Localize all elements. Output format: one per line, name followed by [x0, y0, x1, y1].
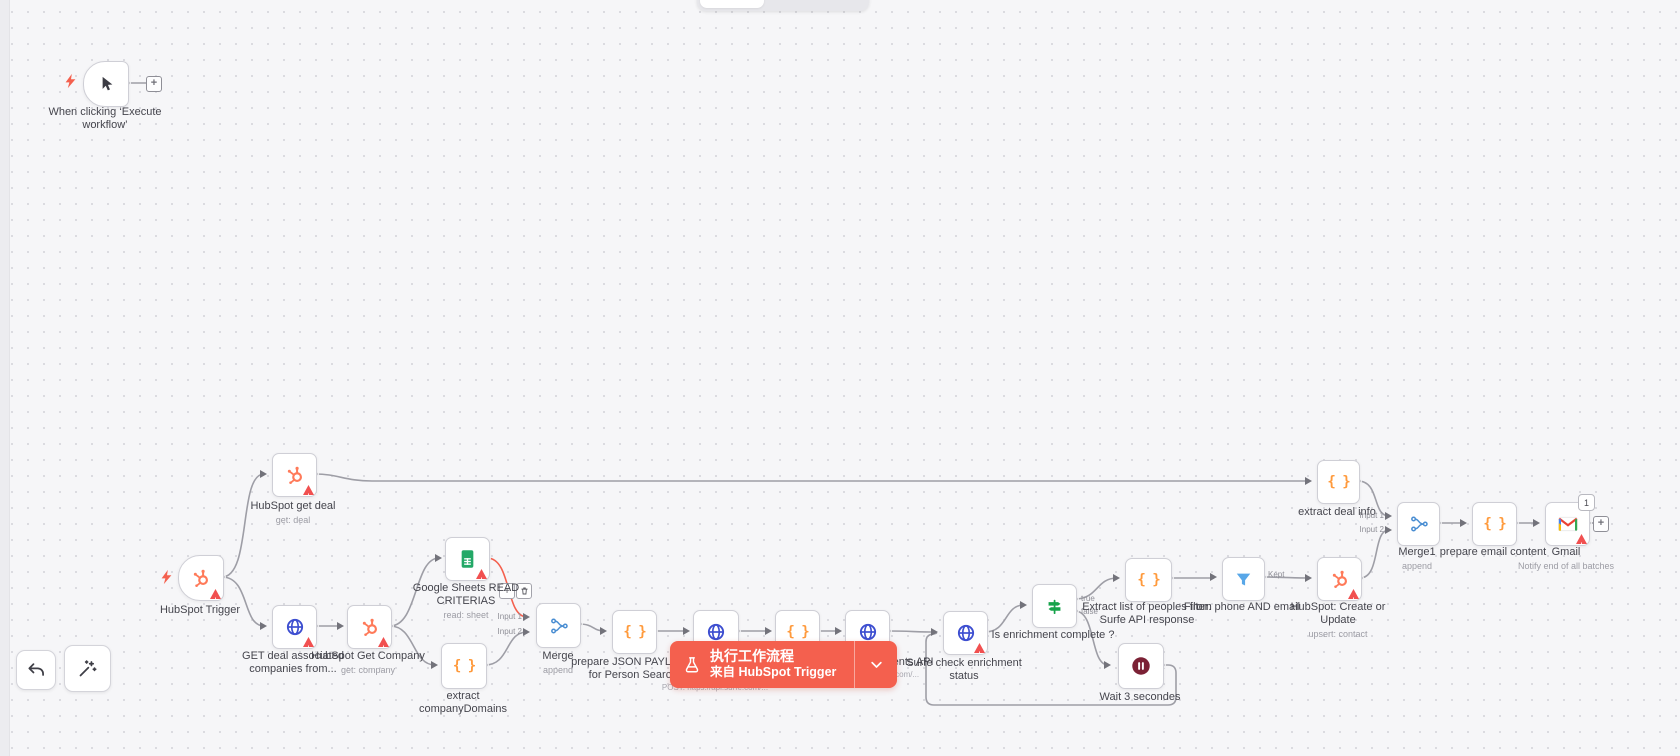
cursor-icon	[97, 75, 115, 93]
execute-workflow-bar[interactable]: 执行工作流程 来自 HubSpot Trigger	[670, 641, 897, 688]
globe-icon	[956, 623, 976, 643]
code-icon: { }	[1327, 474, 1350, 490]
node-surfe-check[interactable]: !	[943, 611, 988, 655]
warning-icon: !	[974, 643, 985, 653]
node-manual-trigger[interactable]	[83, 61, 129, 107]
tab-executions[interactable]: 执行	[764, 0, 815, 8]
code-icon: { }	[786, 624, 809, 640]
undo-icon	[28, 663, 44, 676]
chevron-down-icon	[870, 661, 882, 668]
hubspot-icon	[1330, 569, 1350, 589]
code-icon: { }	[452, 658, 476, 674]
flask-icon	[685, 656, 699, 672]
execute-workflow-button[interactable]: 执行工作流程 来自 HubSpot Trigger	[670, 641, 854, 688]
warning-icon: !	[1576, 534, 1587, 544]
node-extract-deal-info[interactable]: { }	[1317, 460, 1360, 504]
warning-icon: !	[303, 485, 314, 495]
node-label: prepare JSON PAYLAOD for Person Search	[571, 656, 695, 681]
hubspot-icon	[360, 617, 380, 637]
node-google-sheets-read[interactable]: !	[445, 537, 490, 581]
warning-icon: !	[378, 637, 389, 647]
undo-button[interactable]	[16, 650, 56, 690]
warning-icon: !	[1348, 589, 1359, 599]
add-node-inline-button[interactable]: +	[499, 583, 515, 599]
node-label: When clicking ‘Execute workflow’	[48, 106, 162, 131]
node-label: Extract list of peoples from Surfe API r…	[1082, 601, 1212, 626]
warning-icon: !	[476, 569, 487, 579]
switch-icon	[1045, 597, 1064, 616]
node-get-deal-companies[interactable]: !	[272, 605, 317, 649]
merge-icon	[1409, 514, 1429, 534]
node-is-complete[interactable]	[1032, 584, 1077, 628]
tidy-up-button[interactable]	[64, 645, 111, 692]
node-label: HubSpot Trigger	[159, 604, 241, 616]
port-label-input2: Input 2	[1359, 525, 1384, 534]
node-merge1[interactable]	[1397, 502, 1440, 546]
execute-title: 执行工作流程	[710, 647, 794, 664]
port-label-false: false	[1081, 607, 1098, 616]
canvas-left-edge	[0, 0, 10, 756]
pause-icon	[1130, 655, 1152, 677]
globe-icon	[706, 622, 726, 642]
merge-icon	[549, 616, 569, 636]
items-count-badge: 1	[1578, 494, 1595, 511]
node-prepare-email[interactable]: { }	[1472, 502, 1517, 546]
node-label: Wait 3 secondes	[1099, 691, 1181, 703]
trigger-bolt-icon	[160, 569, 173, 590]
trigger-bolt-icon	[64, 73, 77, 94]
node-hubspot-trigger[interactable]: !	[178, 555, 224, 601]
node-hubspot-get-deal[interactable]: !	[272, 453, 317, 497]
view-tab-bar: 编辑器 执行 评估	[697, 0, 869, 11]
node-label: Is enrichment complete ?	[991, 629, 1115, 641]
code-icon: { }	[623, 624, 646, 640]
node-hubspot-get-company[interactable]: !	[347, 605, 392, 649]
add-node-button[interactable]: +	[1593, 516, 1609, 532]
node-merge[interactable]	[536, 603, 581, 648]
node-extract-list[interactable]: { }	[1125, 558, 1172, 602]
port-label-true: true	[1081, 594, 1095, 603]
node-hubspot-upsert[interactable]: !	[1317, 557, 1362, 601]
gmail-icon	[1557, 516, 1578, 532]
add-node-button[interactable]: +	[146, 76, 162, 92]
code-icon: { }	[1483, 516, 1506, 532]
tab-evaluations[interactable]: 评估	[815, 0, 866, 8]
node-filter[interactable]	[1222, 557, 1265, 601]
port-label-input1: Input 1	[497, 612, 522, 621]
node-wait[interactable]	[1118, 643, 1164, 689]
code-icon: { }	[1137, 572, 1160, 588]
node-prepare-json-person[interactable]: { }	[612, 610, 657, 654]
hubspot-icon	[285, 465, 305, 485]
google-sheets-icon	[459, 549, 476, 569]
port-label-input2: Input 2	[497, 627, 522, 636]
node-extract-company-domains[interactable]: { }	[441, 643, 487, 689]
globe-icon	[285, 617, 305, 637]
node-label: extract companyDomains	[418, 690, 508, 715]
magic-wand-icon	[79, 660, 97, 677]
node-label: prepare email content	[1439, 546, 1547, 558]
warning-icon: !	[210, 589, 221, 599]
filter-icon	[1234, 570, 1253, 589]
tab-editor[interactable]: 编辑器	[700, 0, 764, 8]
port-label-input1: Input 1	[1359, 511, 1384, 520]
node-label: Filter: phone AND email	[1183, 601, 1301, 613]
port-label-kept: Kept	[1268, 570, 1285, 579]
trash-icon	[521, 587, 527, 595]
warning-icon: !	[303, 637, 314, 647]
execute-options-dropdown[interactable]	[854, 641, 897, 688]
node-label: Surfe check enrichment status	[906, 657, 1022, 682]
globe-icon	[858, 622, 878, 642]
execute-subtitle: 来自 HubSpot Trigger	[710, 665, 837, 680]
node-label: GET deal associated companies from...	[242, 650, 344, 675]
hubspot-icon	[191, 568, 211, 588]
node-label: extract deal info	[1298, 506, 1376, 518]
delete-node-button[interactable]	[516, 583, 532, 599]
